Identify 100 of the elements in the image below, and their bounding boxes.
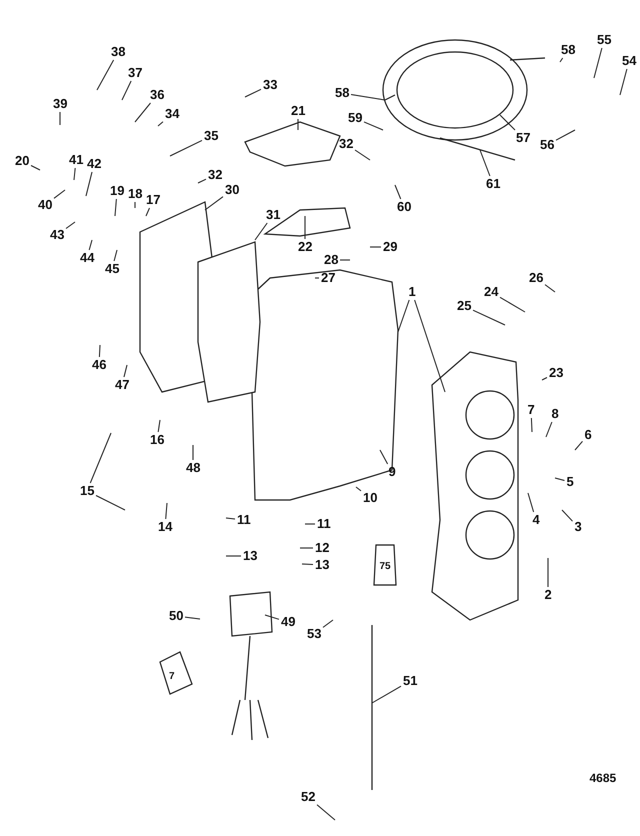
callout-number: 11 <box>236 513 252 527</box>
leader-line <box>364 121 384 130</box>
callout-number: 19 <box>109 184 126 198</box>
callout-number: 51 <box>402 674 418 688</box>
leader-line <box>356 486 362 492</box>
callout-number: 56 <box>539 138 556 152</box>
callout-number: 32 <box>207 168 224 182</box>
leader-line <box>96 60 114 90</box>
callout-number: 48 <box>185 461 202 475</box>
tube-label: 7 <box>169 670 175 682</box>
callout-number: 39 <box>52 97 68 111</box>
leader-line <box>114 198 117 216</box>
callout-number: 16 <box>149 433 166 447</box>
callout-number: 18 <box>127 187 144 201</box>
callout-number: 9 <box>388 465 397 479</box>
callout-number: 45 <box>104 262 120 276</box>
leader-line <box>30 165 40 170</box>
callout-number: 36 <box>149 88 166 102</box>
callout-number: 38 <box>110 45 126 59</box>
leader-line <box>170 140 202 156</box>
leader-line <box>556 130 576 141</box>
callout-number: 40 <box>37 198 54 212</box>
callout-number: 57 <box>515 131 532 145</box>
leader-line <box>134 102 151 122</box>
leader-line <box>124 364 128 378</box>
leader-line <box>370 246 382 248</box>
callout-number: 13 <box>242 549 258 563</box>
callout-number: 8 <box>550 407 560 421</box>
callout-number: 21 <box>290 104 306 118</box>
callout-number: 27 <box>320 271 336 285</box>
leader-line <box>96 495 126 510</box>
leader-line <box>226 518 236 520</box>
callout-number: 15 <box>79 484 96 498</box>
leader-line <box>316 804 336 820</box>
leader-line <box>204 196 224 210</box>
callout-number: 14 <box>157 520 174 534</box>
leader-line <box>146 208 150 216</box>
callout-number: 43 <box>49 228 66 242</box>
callout-number: 54 <box>621 54 638 68</box>
callout-number: 50 <box>168 609 184 623</box>
callout-number: 7 <box>526 403 536 417</box>
leader-line <box>254 222 268 240</box>
leader-line <box>90 432 112 484</box>
callout-number: 31 <box>265 208 282 222</box>
callout-number: 35 <box>203 129 220 143</box>
leader-line <box>122 80 132 100</box>
leader-line <box>165 502 168 520</box>
leader-line <box>394 184 402 200</box>
callout-number: 6 <box>584 428 593 442</box>
callout-number: 61 <box>485 177 502 191</box>
callout-number: 24 <box>483 285 500 299</box>
callout-number: 58 <box>560 43 576 57</box>
leader-line <box>86 172 92 196</box>
leader-line <box>134 202 136 208</box>
leader-line <box>66 222 76 229</box>
leader-line <box>544 284 556 292</box>
leader-line <box>574 440 583 450</box>
leader-line <box>414 300 446 392</box>
callout-number: 52 <box>300 790 316 804</box>
callout-number: 13 <box>314 558 330 572</box>
leader-line <box>350 94 386 100</box>
tube-label: 75 <box>380 560 391 572</box>
leader-line <box>184 616 200 620</box>
leader-line <box>264 614 280 620</box>
leader-line <box>198 178 206 184</box>
leader-line <box>562 510 573 522</box>
callout-number: 26 <box>528 271 544 285</box>
callout-number: 3 <box>574 520 583 534</box>
callout-number: 30 <box>224 183 240 197</box>
leader-line <box>530 418 532 432</box>
leader-line <box>158 420 160 432</box>
callout-number: 47 <box>114 378 130 392</box>
leader-line <box>54 190 66 199</box>
callout-number: 23 <box>548 366 564 380</box>
leader-line <box>74 168 76 180</box>
leader-line <box>500 296 526 312</box>
callout-number: 41 <box>68 153 84 167</box>
leader-line <box>528 492 534 512</box>
callout-number: 28 <box>323 253 340 267</box>
callout-number: 42 <box>86 157 102 171</box>
leader-line <box>354 150 370 160</box>
callout-number: 22 <box>297 240 314 254</box>
callout-number: 58 <box>334 86 350 100</box>
leader-line <box>380 450 388 464</box>
leader-line <box>398 300 410 332</box>
callout-number: 59 <box>347 111 364 125</box>
callout-number: 2 <box>544 588 553 602</box>
leader-line <box>244 88 262 98</box>
leader-line <box>192 444 194 460</box>
callout-number: 4 <box>532 513 541 527</box>
leader-line <box>594 48 602 78</box>
callout-number: 10 <box>362 491 378 505</box>
leader-line <box>304 216 306 240</box>
leader-line <box>114 250 118 262</box>
drawing-number: 4685 <box>590 772 616 784</box>
leader-line <box>560 58 564 62</box>
callout-number: 29 <box>382 240 398 254</box>
leader-line <box>480 150 490 176</box>
callout-number: 55 <box>596 33 612 47</box>
callout-number: 49 <box>280 615 296 629</box>
